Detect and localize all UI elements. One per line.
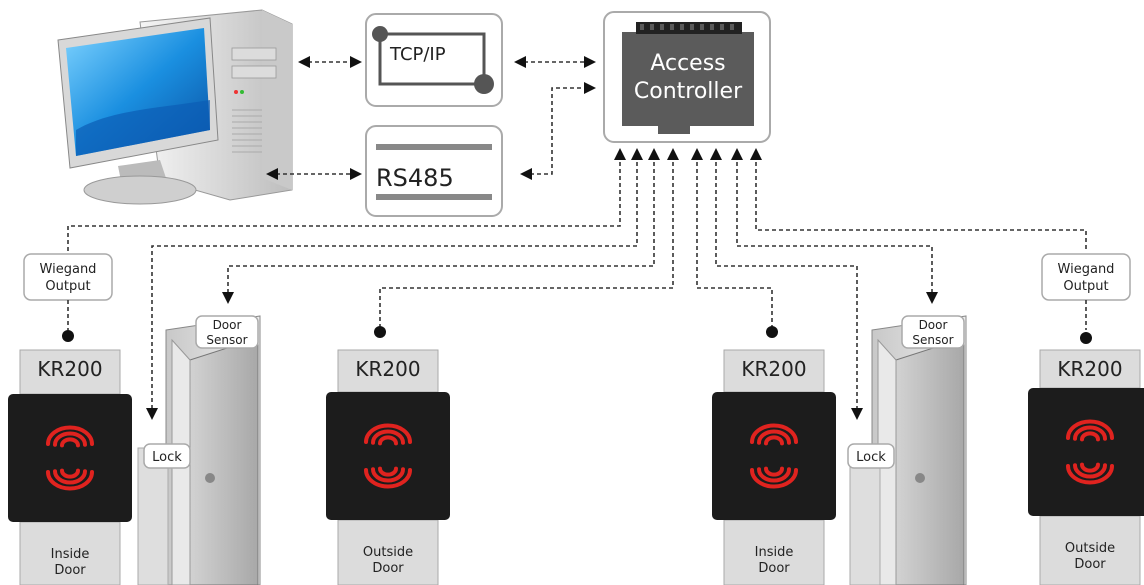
wiring	[67, 162, 1087, 420]
rs485-label: RS485	[376, 164, 454, 192]
door-side-label-line1: Inside	[755, 545, 794, 560]
wiegand-label-line1: Wiegand	[1058, 262, 1115, 277]
door-right: Door Sensor Lock	[847, 315, 967, 585]
card-readers: KR200InsideDoorKR200OutsideDoorKR200Insi…	[8, 349, 1144, 585]
rs485-module: RS485	[365, 125, 503, 217]
reader-top-plate	[1039, 349, 1141, 389]
door-side-label-line2: Door	[1074, 557, 1106, 572]
reader-body	[326, 392, 450, 520]
reader-body	[1028, 388, 1144, 516]
wiegand-output-right: Wiegand Output	[1041, 253, 1131, 344]
controller-label-line1: Access	[650, 51, 725, 76]
door-left: Door Sensor Lock	[137, 315, 261, 585]
reader-top-plate	[723, 349, 825, 393]
wiegand-output-left: Wiegand Output	[23, 253, 113, 342]
door-sensor-label-line2: Sensor	[912, 333, 953, 347]
reader-bottom-plate	[723, 519, 825, 585]
lock-left: Lock	[143, 443, 191, 469]
network-connectors	[266, 56, 596, 180]
tcpip-module: TCP/IP	[365, 13, 503, 107]
door-side-label-line2: Door	[54, 563, 86, 578]
door-side-label-line1: Outside	[363, 545, 413, 560]
wiegand-label-line2: Output	[45, 279, 90, 294]
wiegand-label-line1: Wiegand	[40, 262, 97, 277]
controller-inputs	[614, 148, 762, 160]
door-side-label-line1: Inside	[51, 547, 90, 562]
door-side-label-line1: Outside	[1065, 541, 1115, 556]
access-controller: Access Controller	[603, 11, 771, 143]
door-sensor-right: Door Sensor	[901, 315, 965, 349]
controller-label-line2: Controller	[634, 79, 743, 104]
lock-right: Lock	[847, 443, 895, 469]
door-sensor-label-line1: Door	[213, 318, 242, 332]
rfid-icon	[1066, 419, 1114, 485]
rfid-icon	[364, 423, 412, 489]
reader-bottom-plate	[19, 521, 121, 585]
reader-model-label: KR200	[741, 357, 806, 381]
computer-icon	[57, 9, 293, 205]
door-sensor-label-line2: Sensor	[206, 333, 247, 347]
reader-model-label: KR200	[355, 357, 420, 381]
lock-label: Lock	[856, 450, 886, 465]
door-side-label-line2: Door	[758, 561, 790, 576]
reader-model-label: KR200	[37, 357, 102, 381]
reader-top-plate	[337, 349, 439, 393]
door-sensor-label-line1: Door	[919, 318, 948, 332]
rfid-icon	[750, 423, 798, 489]
lock-label: Lock	[152, 450, 182, 465]
reader-model-label: KR200	[1057, 357, 1122, 381]
wiegand-label-line2: Output	[1063, 279, 1108, 294]
connector-dot	[766, 326, 778, 338]
reader-top-plate	[19, 349, 121, 395]
rfid-icon	[46, 425, 94, 491]
door-side-label-line2: Door	[372, 561, 404, 576]
tcpip-label: TCP/IP	[389, 44, 446, 65]
connector-dot	[374, 326, 386, 338]
door-sensor-left: Door Sensor	[195, 315, 259, 349]
reader-body	[8, 394, 132, 522]
reader-body	[712, 392, 836, 520]
